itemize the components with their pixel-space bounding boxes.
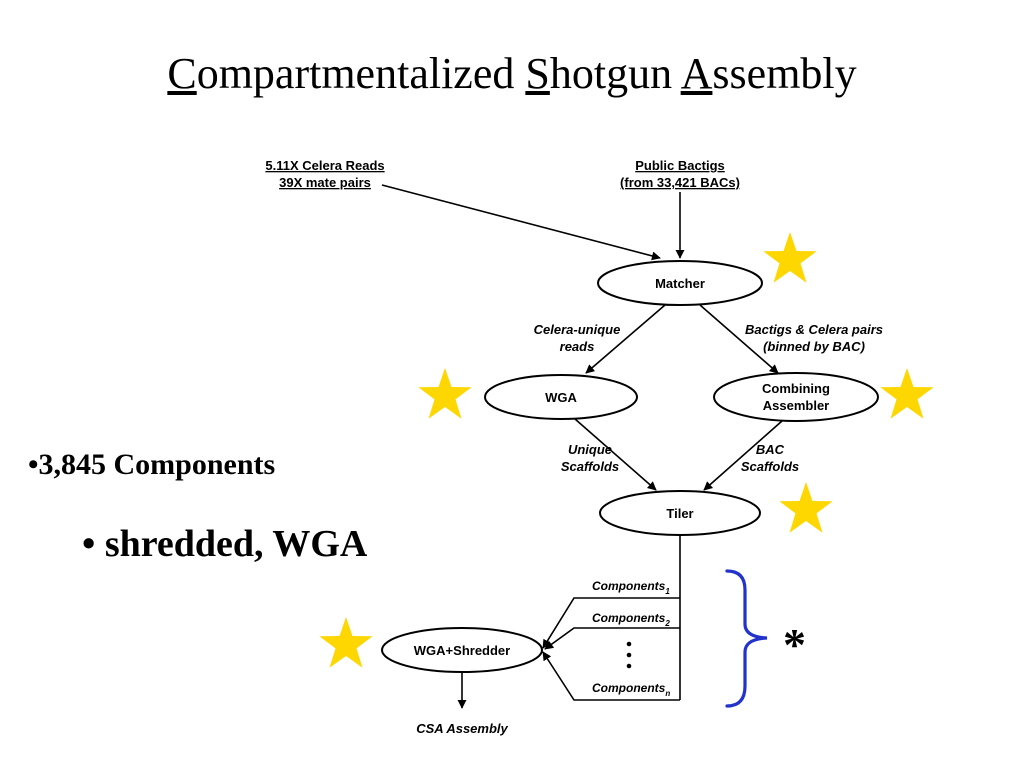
combining-assembler-node: [713, 372, 879, 422]
combining-label: Combining: [762, 381, 830, 396]
ellipsis-dot: [626, 663, 632, 669]
title-part-1: ompartmentalized: [196, 49, 526, 98]
asterisk-note: *: [783, 619, 806, 670]
unique-scaffolds-label: Scaffolds: [561, 459, 619, 474]
star-icon: [779, 482, 833, 533]
binned-by-bac-label: (binned by BAC): [763, 339, 865, 354]
bullet-components: •3,845 Components: [28, 448, 275, 482]
curly-brace-icon: [725, 569, 768, 708]
components-1-label: Components1: [592, 579, 670, 596]
celera-reads-label: 5.11X Celera Reads: [265, 158, 384, 173]
bullet-text: shredded, WGA: [104, 523, 368, 565]
arrow-combining-to-tiler: [703, 420, 783, 491]
components-1-path: [542, 597, 680, 649]
celera-unique-label: Celera-unique: [534, 322, 621, 337]
public-bactigs-label: Public Bactigs: [635, 158, 725, 173]
bacs-count-label: (from 33,421 BACs): [620, 175, 740, 190]
bac-label: BAC: [756, 442, 785, 457]
arrow-matcher-to-combining: [699, 304, 779, 374]
star-icon: [418, 368, 472, 419]
star-icon: [763, 232, 817, 283]
title-initial-c: C: [167, 49, 197, 98]
bac-scaffolds-label: Scaffolds: [741, 459, 799, 474]
csa-assembly-label: CSA Assembly: [416, 721, 508, 736]
slide-title: Compartmentalized Shotgun Assembly: [0, 48, 1024, 99]
ellipsis-dot: [626, 641, 632, 647]
arrow-wga-to-tiler: [574, 418, 657, 491]
assembler-label: Assembler: [763, 398, 829, 413]
components-n-path: [542, 651, 680, 701]
wga-node: [484, 374, 638, 420]
bullet-text: 3,845 Components: [38, 448, 276, 481]
title-initial-a: A: [680, 49, 713, 98]
tiler-label: Tiler: [666, 506, 693, 521]
ellipsis-dot: [626, 652, 632, 658]
arrow-matcher-to-wga: [585, 304, 666, 374]
bullet-marker: •: [82, 523, 105, 565]
components-n-label: Componentsn: [592, 681, 670, 698]
title-part-2: hotgun: [549, 49, 681, 98]
matcher-node: [597, 260, 763, 306]
components-2-label: Components2: [592, 611, 670, 628]
wga-label: WGA: [545, 390, 577, 405]
arrow-celera-to-matcher: [381, 184, 661, 261]
wga-shredder-label: WGA+Shredder: [414, 643, 510, 658]
mate-pairs-label: 39X mate pairs: [279, 175, 371, 190]
reads-label: reads: [560, 339, 595, 354]
star-icon: [319, 617, 373, 668]
bullet-marker: •: [28, 448, 39, 481]
components-2-path: [544, 627, 680, 650]
unique-label: Unique: [568, 442, 612, 457]
bullet-shredded: • shredded, WGA: [82, 522, 367, 566]
bactigs-celera-pairs-label: Bactigs & Celera pairs: [745, 322, 883, 337]
title-initial-s: S: [525, 49, 550, 98]
matcher-label: Matcher: [655, 276, 705, 291]
star-icon: [880, 368, 934, 419]
title-part-3: ssembly: [712, 49, 857, 98]
